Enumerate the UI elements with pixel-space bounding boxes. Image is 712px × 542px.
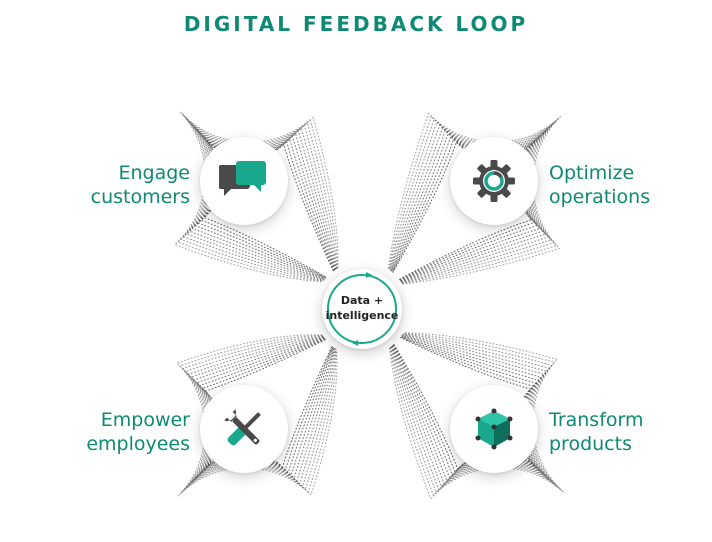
transform-products-node[interactable] — [450, 385, 538, 473]
loop-ring — [390, 334, 553, 488]
transform-products-label: Transform products — [549, 409, 644, 455]
loop-ring — [176, 114, 339, 282]
loop-ring — [391, 138, 536, 281]
page-title: DIGITAL FEEDBACK LOOP — [183, 12, 529, 36]
hub-label: Data + intelligence — [325, 294, 399, 322]
loop-ring — [390, 129, 545, 282]
cycle-arrows-icon — [327, 272, 397, 346]
loop-ring — [389, 121, 554, 284]
loop-ring — [178, 334, 337, 494]
loop-ring — [388, 115, 559, 284]
empower-employees-node[interactable] — [200, 385, 288, 473]
engage-customers-label: Engage customers — [90, 162, 190, 208]
loop-ring — [392, 335, 544, 479]
loop-ring — [390, 126, 548, 283]
tools-icon — [224, 409, 261, 446]
loop-ring — [190, 336, 335, 483]
loop-ring — [387, 112, 562, 285]
data-intelligence-hub[interactable]: Data + intelligence — [322, 269, 402, 349]
chat-bubbles-icon — [219, 161, 266, 196]
loop-ring — [184, 335, 336, 488]
loop-ring — [389, 332, 564, 500]
empower-employees-label: Empower employees — [86, 409, 190, 455]
loop-ring — [388, 118, 557, 284]
loop-ring — [203, 140, 334, 278]
engage-customers-node[interactable] — [200, 137, 288, 225]
gear-icon — [473, 160, 515, 202]
cube-icon — [475, 408, 513, 450]
loop-ring — [194, 132, 336, 279]
optimize-operations-node[interactable] — [450, 137, 538, 225]
loop-ring — [173, 111, 339, 283]
loop-ring — [185, 123, 337, 281]
loop-ring — [201, 338, 333, 471]
loop-ring — [175, 334, 338, 497]
optimize-operations-label: Optimize operations — [549, 162, 651, 208]
